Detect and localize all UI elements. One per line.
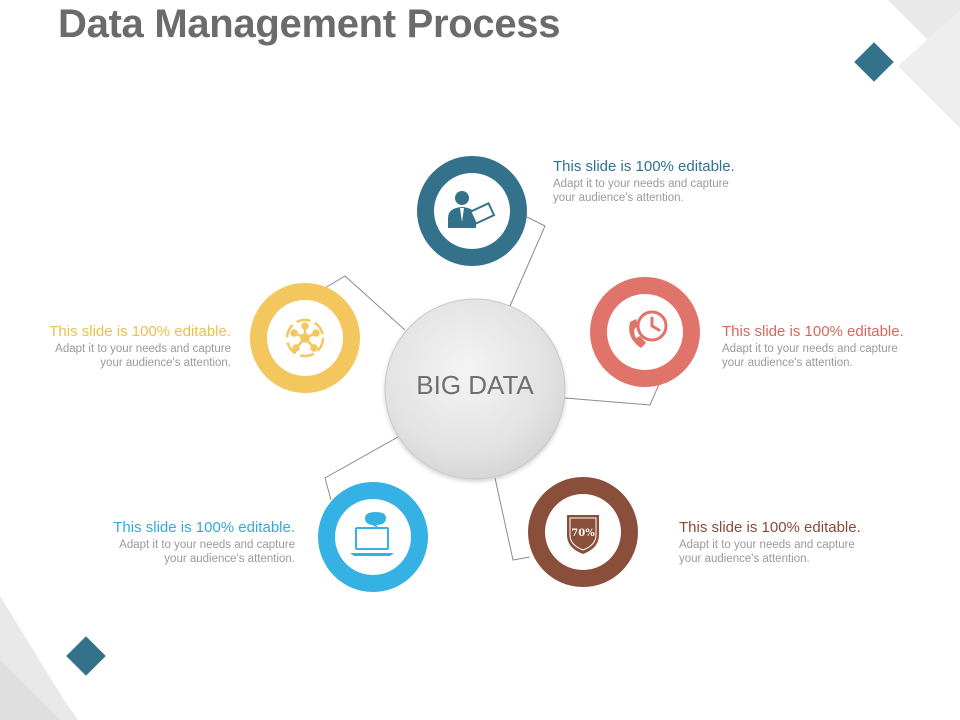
node-top <box>417 156 527 266</box>
body-top: Adapt it to your needs and capture your … <box>553 178 729 204</box>
textblock-left: This slide is 100% editable. Adapt it to… <box>31 323 231 370</box>
textblock-top: This slide is 100% editable. Adapt it to… <box>553 158 753 205</box>
textblock-bottom-right: This slide is 100% editable. Adapt it to… <box>679 519 879 566</box>
node-left <box>250 283 360 393</box>
big-data-hub <box>384 298 566 480</box>
laptop-chat-icon <box>350 512 394 556</box>
textblock-right: This slide is 100% editable. Adapt it to… <box>722 323 922 370</box>
corner-triangle-right <box>898 10 960 128</box>
shield-percent-text: 70% <box>571 528 595 539</box>
body-bottom-right: Adapt it to your needs and capture your … <box>679 539 855 565</box>
connector-bottom-right <box>494 477 531 561</box>
percentage-shield-icon: 70% <box>567 515 599 554</box>
node-bottom-left <box>318 482 428 592</box>
heading-right: This slide is 100% editable. <box>722 323 904 340</box>
connector-top <box>509 216 546 307</box>
textblock-bottom-left: This slide is 100% editable. Adapt it to… <box>95 519 295 566</box>
network-hub-icon <box>285 318 325 358</box>
corner-diamond-top <box>854 42 894 82</box>
center-label: BIG DATA <box>416 370 534 400</box>
heading-top: This slide is 100% editable. <box>553 158 735 175</box>
connector-right <box>564 381 661 406</box>
node-right <box>590 277 700 387</box>
corner-triangle-bottom <box>0 660 60 720</box>
node-bottom-right: 70% <box>528 477 638 587</box>
corner-diamond-bottom <box>66 636 106 676</box>
body-left: Adapt it to your needs and capture your … <box>55 343 231 369</box>
slide-title: Data Management Process <box>58 2 561 46</box>
heading-bottom-right: This slide is 100% editable. <box>679 519 861 536</box>
connector-lines <box>324 216 661 561</box>
heading-left: This slide is 100% editable. <box>49 323 231 340</box>
connector-left <box>324 275 406 331</box>
phone-clock-icon <box>629 310 668 348</box>
connector-bottom-left <box>324 436 399 501</box>
businessman-presentation-icon <box>448 191 496 228</box>
body-bottom-left: Adapt it to your needs and capture your … <box>119 539 295 565</box>
body-right: Adapt it to your needs and capture your … <box>722 343 898 369</box>
heading-bottom-left: This slide is 100% editable. <box>113 519 295 536</box>
